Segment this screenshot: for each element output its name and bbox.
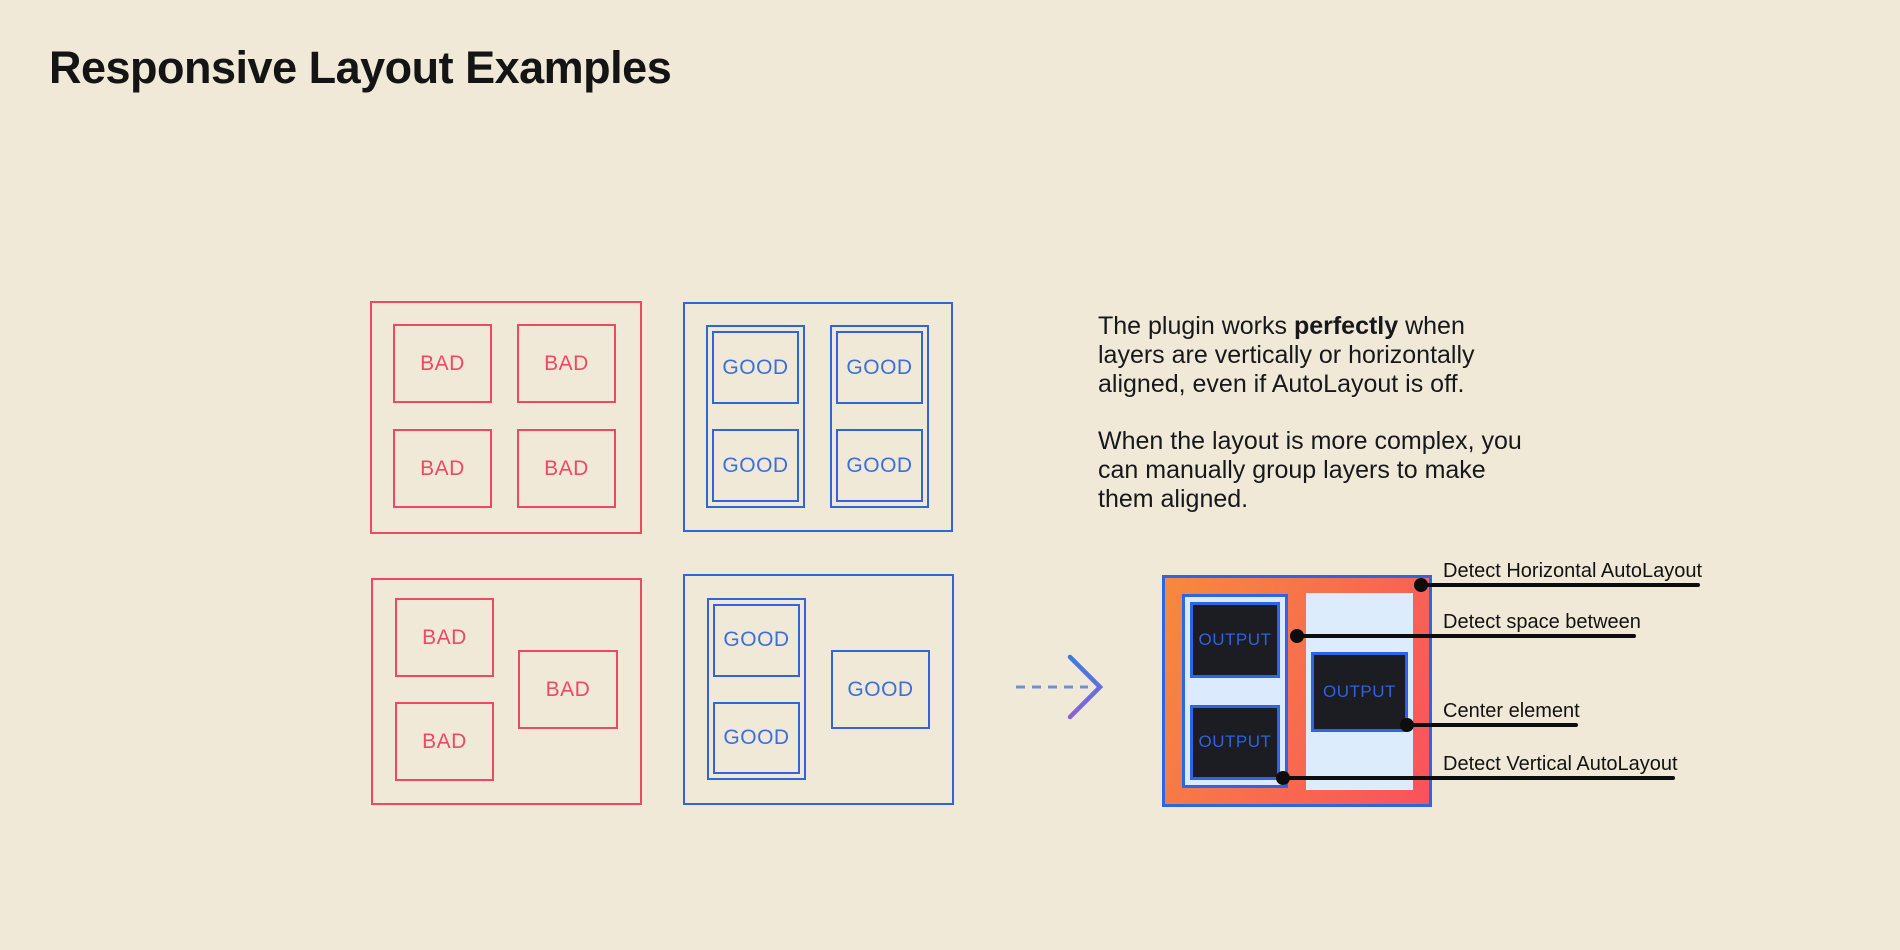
bad-box: BAD <box>395 598 494 677</box>
output-center-panel: OUTPUT <box>1306 593 1413 790</box>
annotation-line <box>1283 776 1675 780</box>
annotation-dot <box>1276 771 1290 785</box>
good-box: GOOD <box>712 429 799 502</box>
output-box: OUTPUT <box>1190 704 1280 780</box>
good-column-group: GOOD GOOD <box>707 598 806 780</box>
annotation-line <box>1407 723 1578 727</box>
good-group-irregular: GOOD GOOD GOOD <box>683 574 954 805</box>
arrow-right-icon <box>1016 654 1104 720</box>
good-column-group: GOOD GOOD <box>830 325 929 508</box>
output-preview-frame: OUTPUT OUTPUT OUTPUT <box>1162 575 1432 807</box>
good-box: GOOD <box>713 604 800 677</box>
bad-box: BAD <box>395 702 494 781</box>
good-column-group: GOOD GOOD <box>706 325 805 508</box>
annotation-label: Detect Vertical AutoLayout <box>1443 753 1678 775</box>
page-title: Responsive Layout Examples <box>49 42 672 93</box>
bad-group-irregular: BAD BAD BAD <box>371 578 642 805</box>
good-box: GOOD <box>713 701 800 774</box>
annotation-label: Detect Horizontal AutoLayout <box>1443 560 1703 582</box>
good-box: GOOD <box>836 429 923 502</box>
annotation-line <box>1421 583 1700 587</box>
output-box: OUTPUT <box>1311 651 1408 732</box>
output-box: OUTPUT <box>1190 602 1280 678</box>
annotation-dot <box>1290 629 1304 643</box>
bad-box: BAD <box>517 324 616 403</box>
bad-box: BAD <box>393 324 492 403</box>
bad-box: BAD <box>518 650 618 729</box>
bad-box: BAD <box>393 429 492 508</box>
bad-box: BAD <box>517 429 616 508</box>
annotation-label: Center element <box>1443 700 1580 722</box>
good-box: GOOD <box>836 331 923 404</box>
annotation-label: Detect space between <box>1443 611 1641 633</box>
bad-group-grid: BAD BAD BAD BAD <box>370 301 642 534</box>
good-group-grid: GOOD GOOD GOOD GOOD <box>683 302 953 532</box>
good-box: GOOD <box>831 650 930 729</box>
annotation-dot <box>1400 718 1414 732</box>
output-vertical-autolayout-group: OUTPUT OUTPUT <box>1182 594 1288 788</box>
annotation-dot <box>1414 578 1428 592</box>
good-box: GOOD <box>712 331 799 404</box>
annotation-line <box>1297 634 1636 638</box>
